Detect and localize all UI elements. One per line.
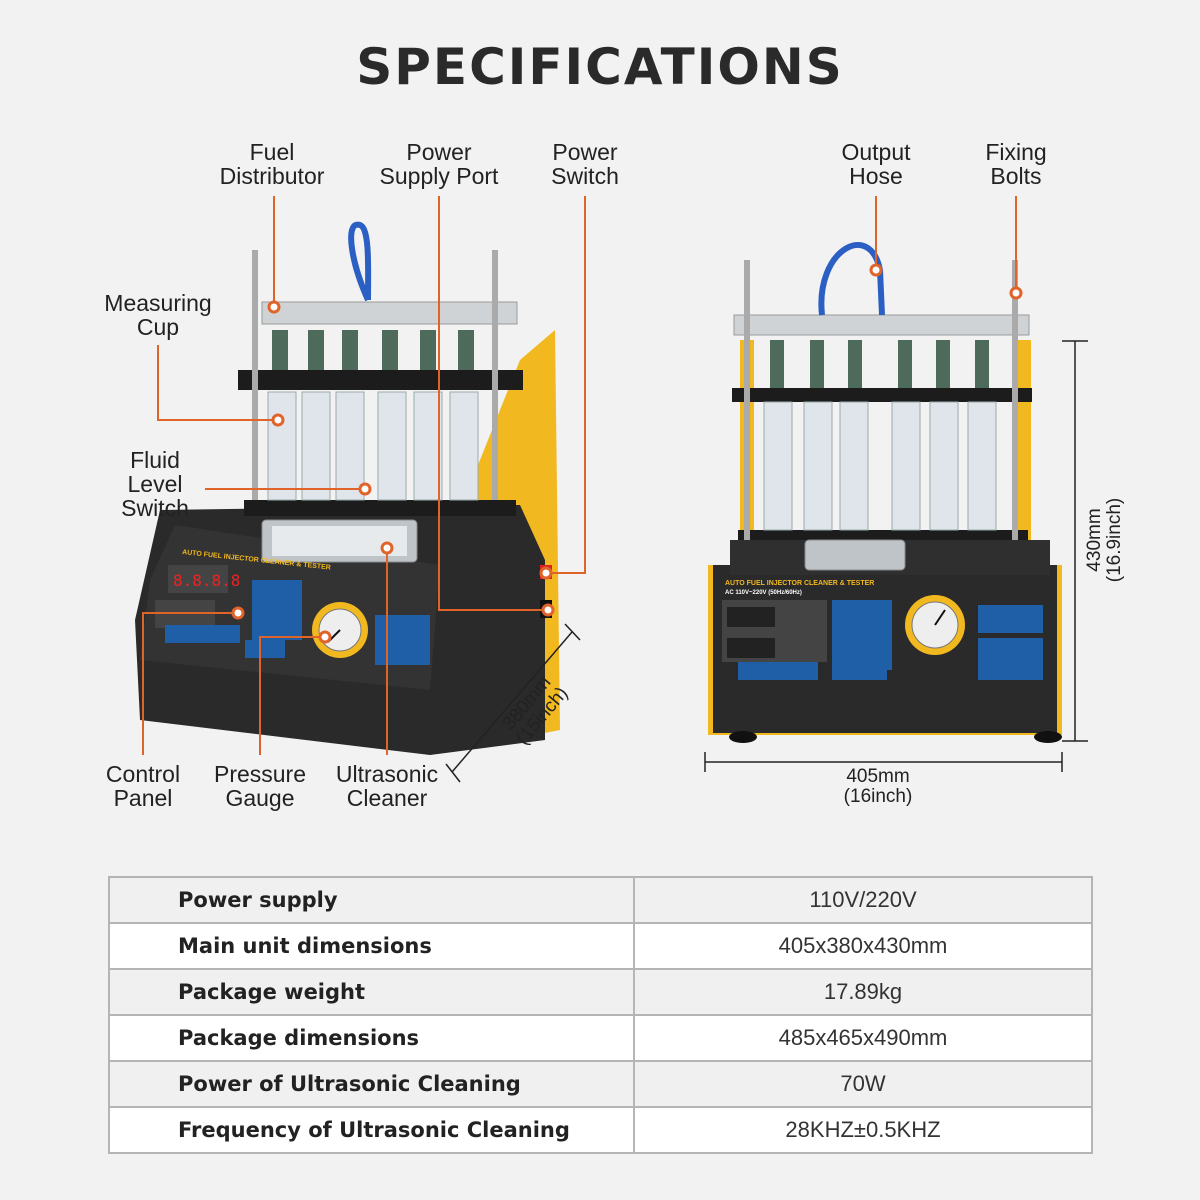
label-ultrasonic-cleaner: Ultrasonic Cleaner bbox=[335, 761, 439, 811]
label-power-switch: Power Switch bbox=[551, 139, 619, 189]
machine-right: AUTO FUEL INJECTOR CLEANER & TESTER AC 1… bbox=[708, 242, 1062, 743]
spec-value: 28KHZ±0.5KHZ bbox=[633, 1106, 1093, 1154]
label-fluid-level-switch: Fluid Level Switch bbox=[121, 447, 189, 521]
spec-value: 485x465x490mm bbox=[633, 1014, 1093, 1062]
label-pressure-gauge: Pressure Gauge bbox=[213, 761, 307, 811]
spec-value: 70W bbox=[633, 1060, 1093, 1108]
label-fuel-distributor: Fuel Distributor bbox=[219, 139, 325, 189]
spec-value: 110V/220V bbox=[633, 876, 1093, 924]
page-title: SPECIFICATIONS bbox=[356, 38, 844, 96]
svg-text:AUTO FUEL INJECTOR CLEANER & T: AUTO FUEL INJECTOR CLEANER & TESTER bbox=[725, 580, 874, 587]
spec-label: Package weight bbox=[108, 968, 635, 1016]
spec-label: Frequency of Ultrasonic Cleaning bbox=[108, 1106, 635, 1154]
dimension-width: 405mm (16inch) bbox=[843, 766, 913, 807]
label-output-hose: Output Hose bbox=[841, 139, 911, 189]
spec-label: Main unit dimensions bbox=[108, 922, 635, 970]
spec-label: Power supply bbox=[108, 876, 635, 924]
label-power-supply-port: Power Supply Port bbox=[379, 139, 499, 189]
label-fixing-bolts: Fixing Bolts bbox=[985, 139, 1047, 189]
callout-dots bbox=[231, 263, 1023, 644]
label-control-panel: Control Panel bbox=[105, 761, 181, 811]
dimension-height: 430mm (16.9inch) bbox=[1084, 497, 1125, 583]
spec-value: 17.89kg bbox=[633, 968, 1093, 1016]
callout-leaders bbox=[142, 196, 1017, 755]
spec-label: Package dimensions bbox=[108, 1014, 635, 1062]
svg-text:8.8.8.8: 8.8.8.8 bbox=[173, 571, 240, 590]
spec-label: Power of Ultrasonic Cleaning bbox=[108, 1060, 635, 1108]
spec-value: 405x380x430mm bbox=[633, 922, 1093, 970]
label-measuring-cup: Measuring Cup bbox=[104, 290, 212, 340]
svg-text:AC 110V~220V (50Hz/60Hz): AC 110V~220V (50Hz/60Hz) bbox=[725, 590, 802, 596]
dimension-lines bbox=[445, 340, 1088, 783]
